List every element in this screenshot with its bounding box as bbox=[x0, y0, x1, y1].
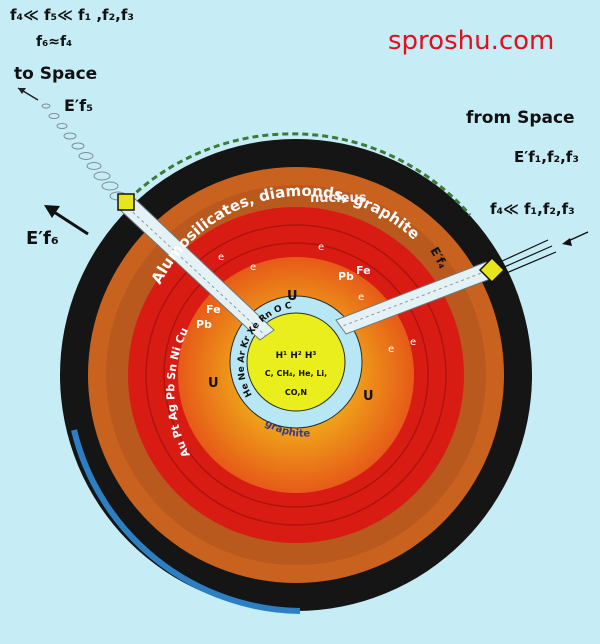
electron-mark: e bbox=[410, 337, 416, 348]
outer-core-ring-1 bbox=[145, 224, 447, 526]
arrow-ef6 bbox=[53, 210, 89, 236]
left-marker bbox=[117, 193, 135, 211]
ef6-label: E′f₆ bbox=[26, 228, 59, 249]
uranium-mark: U bbox=[287, 289, 298, 304]
electron-mark: e bbox=[250, 262, 256, 273]
core-line-2: C, CH₄, He, Li, bbox=[265, 369, 327, 378]
wave-to-space bbox=[41, 103, 127, 201]
arrow-to-space-head bbox=[18, 88, 26, 94]
electron-mark: e bbox=[218, 252, 224, 263]
from-space-label: from Space bbox=[466, 108, 575, 128]
ef5-label: E′f₅ bbox=[64, 96, 94, 115]
ef123-label: E′f₁,f₂,f₃ bbox=[514, 148, 579, 166]
pb-right-label: Pb bbox=[338, 270, 354, 283]
core-line-3: CO,N bbox=[285, 388, 307, 397]
arrow-ef6-head bbox=[44, 205, 60, 218]
core-line-1: H¹ H² H³ bbox=[276, 351, 317, 361]
uranium-mark: U bbox=[363, 389, 374, 404]
pb-left-label: Pb bbox=[196, 318, 212, 331]
to-space-label: to Space bbox=[14, 64, 98, 84]
fe-left-label: Fe bbox=[206, 303, 221, 316]
fe-right-label: Fe bbox=[356, 264, 371, 277]
arrow-from-space-head bbox=[562, 238, 572, 246]
watermark: sproshu.com bbox=[388, 26, 555, 56]
frequency-relation-right: f₄≪ f₁,f₂,f₃ bbox=[490, 200, 575, 218]
uranium-mark: U bbox=[208, 376, 219, 391]
core-center bbox=[246, 312, 346, 412]
frequency-approx: f₆≈f₄ bbox=[36, 34, 73, 50]
nucleus-label: nucleus bbox=[310, 191, 367, 206]
electron-mark: e bbox=[318, 242, 324, 253]
right-marker bbox=[478, 256, 506, 284]
ocean-rim bbox=[71, 429, 301, 614]
frequency-relation-left: f₄≪ f₅≪ f₁ ,f₂,f₃ bbox=[10, 6, 134, 24]
land-fringe bbox=[120, 132, 472, 216]
incoming-lines bbox=[499, 239, 557, 275]
outer-core-ring-2 bbox=[163, 242, 429, 508]
electron-mark: e bbox=[358, 292, 364, 303]
electron-mark: e bbox=[388, 344, 394, 355]
